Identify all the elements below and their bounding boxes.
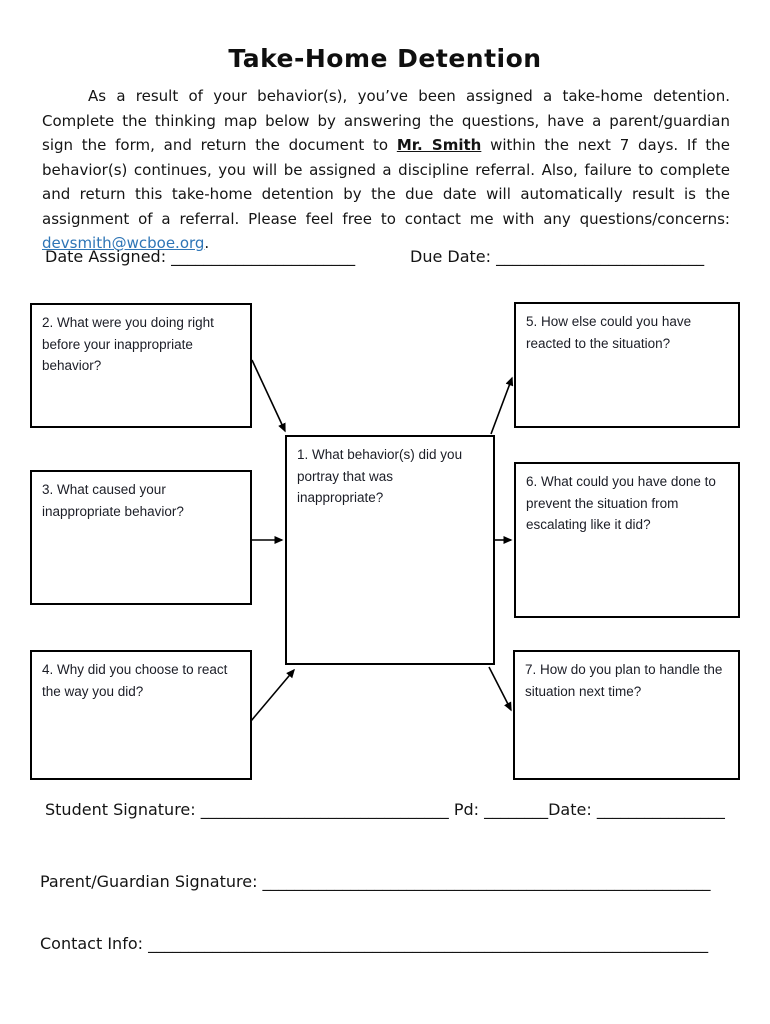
intro-paragraph: As a result of your behavior(s), you’ve …	[42, 84, 730, 256]
page-title: Take-Home Detention	[228, 44, 542, 73]
question-box-6: 6. What could you have done to prevent t…	[514, 462, 740, 618]
pd-blank: ________	[484, 800, 549, 819]
intro-text-2: within the next 7 days. If the behavior(…	[42, 136, 730, 228]
intro-text-3: .	[204, 234, 210, 252]
date-blank: ________________	[596, 800, 725, 819]
question-box-3: 3. What caused your inappropriate behavi…	[30, 470, 252, 605]
email-link[interactable]: devsmith@wcboe.org	[42, 234, 205, 252]
date-assigned-blank: _______________________	[171, 247, 356, 266]
teacher-name: Mr. Smith	[396, 136, 482, 154]
parent-signature-label: Parent/Guardian Signature:	[40, 872, 263, 891]
due-date-label: Due Date:	[410, 247, 497, 266]
arrow-q1-to-q7	[488, 666, 512, 712]
parent-signature-blank: ________________________________________…	[262, 872, 711, 891]
arrow-q2-to-q1	[251, 359, 286, 433]
date-label: Date:	[548, 800, 597, 819]
arrow-q4-to-q1	[250, 668, 295, 722]
due-date-field: Due Date: __________________________	[410, 247, 704, 266]
question-box-7: 7. How do you plan to handle the situati…	[513, 650, 740, 780]
date-assigned-field: Date Assigned: _______________________	[45, 247, 355, 266]
due-date-blank: __________________________	[496, 247, 705, 266]
date-assigned-label: Date Assigned:	[45, 247, 172, 266]
parent-signature-row: Parent/Guardian Signature: _____________…	[40, 872, 770, 891]
intro-text-1: As a result of your behavior(s), you’ve …	[42, 87, 730, 154]
question-box-2: 2. What were you doing right before your…	[30, 303, 252, 428]
student-signature-row: Student Signature: _____________________…	[45, 800, 770, 819]
question-box-1: 1. What behavior(s) did you portray that…	[285, 435, 495, 665]
student-signature-blank: _______________________________	[200, 800, 449, 819]
student-signature-label: Student Signature:	[45, 800, 201, 819]
contact-info-label: Contact Info:	[40, 934, 149, 953]
question-box-4: 4. Why did you choose to react the way y…	[30, 650, 252, 780]
contact-info-row: Contact Info: __________________________…	[40, 934, 770, 953]
date-row: Date Assigned: _______________________ D…	[0, 247, 770, 271]
arrow-q1-to-q5	[490, 376, 514, 435]
pd-label: Pd:	[448, 800, 485, 819]
contact-info-blank: ________________________________________…	[148, 934, 709, 953]
question-box-5: 5. How else could you have reacted to th…	[514, 302, 740, 428]
